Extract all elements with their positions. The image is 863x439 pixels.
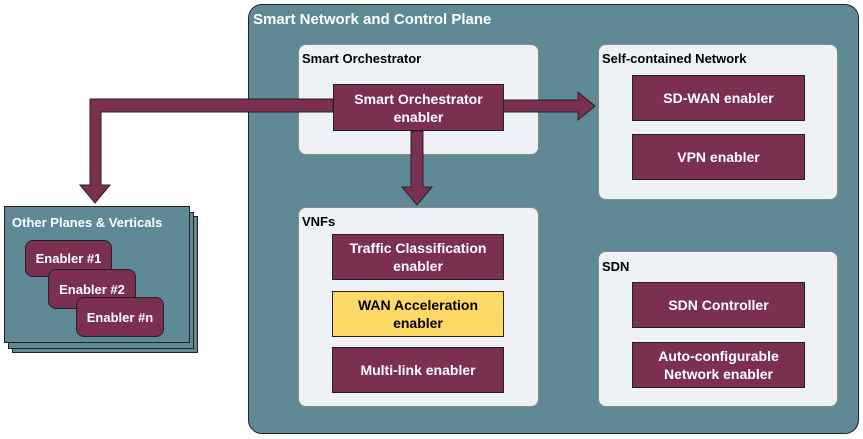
other-planes-title: Other Planes & Verticals [12, 215, 163, 230]
traffic-classification-enabler[interactable]: Traffic Classification enabler [332, 234, 504, 280]
sdn-panel-title: SDN [602, 259, 630, 274]
auto-configurable-network-enabler[interactable]: Auto-configurable Network enabler [632, 342, 805, 388]
smart-plane-title: Smart Network and Control Plane [253, 11, 492, 28]
arrow-to-self-contained-network [502, 90, 596, 122]
multi-link-enabler[interactable]: Multi-link enabler [332, 347, 504, 393]
enabler-n[interactable]: Enabler #n [76, 297, 164, 337]
arrow-to-vnfs [400, 130, 434, 206]
orchestrator-panel-title: Smart Orchestrator [302, 51, 422, 66]
smart-orchestrator-enabler[interactable]: Smart Orchestrator enabler [333, 84, 504, 131]
arrow-to-other-planes [78, 98, 334, 204]
self-contained-panel-title: Self-contained Network [602, 51, 747, 66]
sdn-controller-enabler[interactable]: SDN Controller [632, 282, 805, 328]
vnfs-panel-title: VNFs [302, 214, 336, 229]
vpn-enabler[interactable]: VPN enabler [632, 134, 805, 180]
wan-acceleration-enabler[interactable]: WAN Acceleration enabler [332, 291, 504, 337]
sd-wan-enabler[interactable]: SD-WAN enabler [632, 75, 805, 121]
